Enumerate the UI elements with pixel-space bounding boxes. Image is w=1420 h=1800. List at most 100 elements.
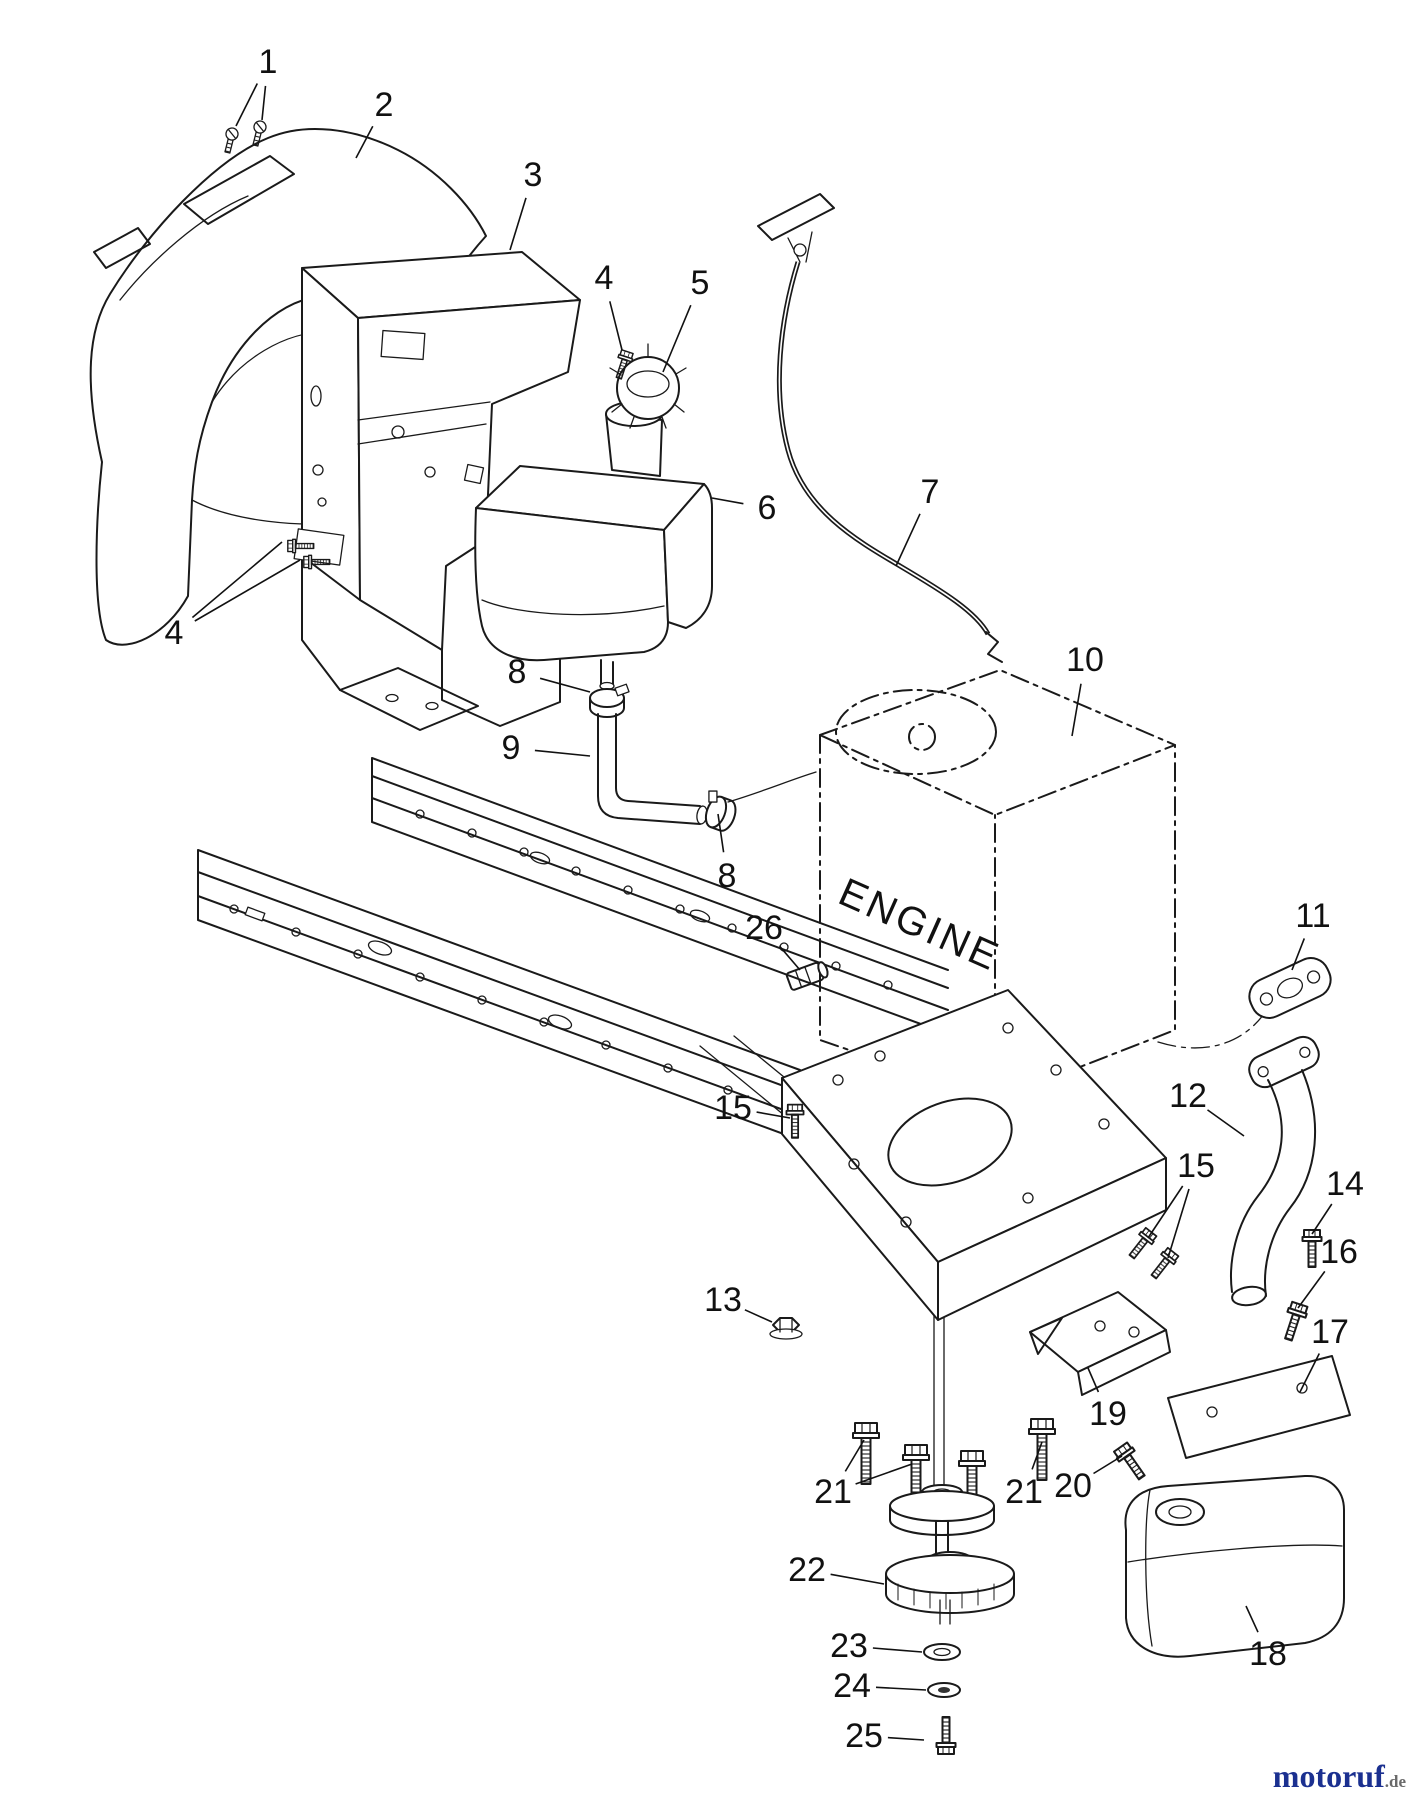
bolt-15r-b xyxy=(1146,1246,1181,1283)
leader-line-11 xyxy=(1291,938,1306,971)
leader-line-4 xyxy=(609,301,623,351)
engine-label: ENGINE xyxy=(832,870,1006,980)
pulley-stack xyxy=(885,1484,1015,1755)
hose-clamp-upper xyxy=(589,683,630,718)
screw-1b xyxy=(252,120,267,147)
callout-8-10: 8 xyxy=(718,857,737,895)
callout-15-16: 15 xyxy=(1177,1147,1215,1185)
callout-4-3: 4 xyxy=(595,259,614,297)
callout-21-23: 21 xyxy=(814,1473,852,1511)
leader-line-3 xyxy=(509,197,527,251)
leader-line-12 xyxy=(1207,1109,1245,1137)
callout-5-4: 5 xyxy=(691,264,710,302)
leader-line-5 xyxy=(662,304,692,373)
leader-line-21 xyxy=(855,1463,913,1485)
callout-18-29: 18 xyxy=(1249,1635,1287,1673)
callout-10-11: 10 xyxy=(1066,641,1104,679)
hose-clamp-lower xyxy=(704,790,737,832)
callout-1-0: 1 xyxy=(259,43,278,81)
callout-6-5: 6 xyxy=(758,489,777,527)
callout-2-1: 2 xyxy=(375,86,394,124)
muffler-18 xyxy=(1124,1474,1345,1658)
leader-line-21 xyxy=(844,1439,865,1472)
leader-line-7 xyxy=(895,513,921,567)
leader-line-15 xyxy=(1147,1185,1184,1239)
nut-13 xyxy=(769,1317,803,1340)
heat-shield-17 xyxy=(1167,1355,1351,1459)
leader-line-21 xyxy=(1031,1441,1043,1470)
bolt-21a xyxy=(852,1422,880,1485)
leader-line-18 xyxy=(1245,1605,1259,1633)
fuel-fitting-26 xyxy=(785,961,829,991)
leader-line-4 xyxy=(194,559,301,622)
leader-line-22 xyxy=(830,1573,885,1585)
leader-line-9 xyxy=(534,749,591,757)
leader-line-8 xyxy=(717,813,725,853)
leader-line-20 xyxy=(1093,1455,1123,1475)
callout-7-6: 7 xyxy=(921,473,940,511)
callout-3-2: 3 xyxy=(524,156,543,194)
leader-line-15 xyxy=(756,1111,791,1119)
callout-13-20: 13 xyxy=(704,1281,742,1319)
brand-tld[interactable]: .de xyxy=(1384,1772,1406,1791)
callout-11-13: 11 xyxy=(1295,897,1330,935)
bolt-25 xyxy=(935,1716,957,1755)
leader-line-8 xyxy=(539,677,591,693)
callout-22-25: 22 xyxy=(788,1551,826,1589)
exhaust-gasket-11 xyxy=(1248,957,1332,1019)
dash-bracket xyxy=(287,251,581,731)
hood-grip-slot xyxy=(93,227,151,269)
callout-21-24: 21 xyxy=(1005,1473,1043,1511)
bolt-16 xyxy=(1278,1300,1310,1344)
leader-line-10 xyxy=(1071,683,1082,737)
callout-12-14: 12 xyxy=(1169,1077,1207,1115)
brand-name[interactable]: motoruf xyxy=(1272,1758,1385,1794)
leader-line-16 xyxy=(1297,1270,1326,1309)
callout-20-22: 20 xyxy=(1054,1467,1092,1505)
frame-rails xyxy=(197,757,949,1141)
callout-24-27: 24 xyxy=(833,1667,871,1705)
throttle-cable xyxy=(757,193,1003,663)
leader-line-13 xyxy=(744,1309,773,1323)
callout-16-18: 16 xyxy=(1320,1233,1358,1271)
engine-deck xyxy=(769,989,1167,1513)
leader-line-25 xyxy=(887,1736,925,1741)
leader-line-14 xyxy=(1311,1203,1333,1235)
leader-line-4 xyxy=(191,541,283,619)
screw-1a xyxy=(224,127,239,154)
leader-line-6 xyxy=(711,497,744,505)
leader-line-24 xyxy=(875,1686,927,1691)
callout-23-26: 23 xyxy=(830,1627,868,1665)
hood-handle xyxy=(183,155,295,225)
leader-line-2 xyxy=(355,125,374,159)
leader-line-1 xyxy=(261,85,267,121)
callout-14-17: 14 xyxy=(1326,1165,1364,1203)
fuel-tank xyxy=(474,343,713,691)
leader-line-23 xyxy=(872,1647,923,1653)
bolt-14 xyxy=(1301,1229,1323,1268)
leader-line-19 xyxy=(1087,1367,1100,1393)
callout-25-28: 25 xyxy=(845,1717,883,1755)
callout-4-7: 4 xyxy=(165,614,184,652)
callout-15-15: 15 xyxy=(714,1089,752,1127)
brand-watermark[interactable]: motoruf.de xyxy=(1273,1760,1406,1792)
callout-26-12: 26 xyxy=(745,909,783,947)
fuel-hose xyxy=(589,683,817,832)
leader-line-17 xyxy=(1299,1353,1321,1393)
callout-17-19: 17 xyxy=(1311,1313,1349,1351)
callout-19-21: 19 xyxy=(1089,1395,1127,1433)
leader-line-26 xyxy=(778,945,801,971)
exhaust-pipe-12 xyxy=(1230,1035,1320,1307)
callout-8-8: 8 xyxy=(508,653,527,691)
fuel-cap xyxy=(609,343,687,429)
washer-23 xyxy=(923,1643,961,1661)
bolt-21d xyxy=(1028,1418,1056,1481)
muffler-bracket-19 xyxy=(1029,1291,1171,1396)
leader-line-1 xyxy=(235,83,259,127)
exhaust xyxy=(1029,957,1351,1658)
leader-line-15 xyxy=(1167,1188,1190,1259)
bolt-20 xyxy=(1111,1440,1151,1484)
